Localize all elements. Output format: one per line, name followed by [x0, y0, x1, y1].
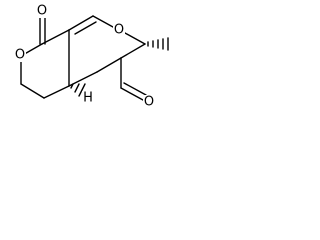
- bond-c6-c5: [120, 43, 146, 59]
- bond-c5-c4a: [96, 57, 122, 73]
- lactone-oxygen-label: O: [15, 48, 25, 63]
- carbonyl-oxygen-label: O: [37, 4, 47, 19]
- bond-c4-c4a: [43, 85, 70, 99]
- stereo-h-hashed-wedge: [70, 83, 86, 97]
- bond-c1-c8a: [41, 29, 70, 45]
- aldehyde-oxygen-label: O: [144, 95, 154, 110]
- molecule-structure: O O O O H: [14, 4, 169, 110]
- stereo-hydrogen-label: H: [83, 91, 93, 106]
- pyran-oxygen-label: O: [114, 23, 124, 38]
- bond-opyran-c6: [124, 32, 146, 45]
- bond-cho-o-b: [123, 82, 147, 96]
- bond-c8a-c8-a: [68, 15, 94, 31]
- bond-c8a-c8-b: [74, 21, 97, 35]
- bond-c3-c4: [20, 83, 45, 99]
- methyl-hashed-wedge: [147, 37, 169, 51]
- bond-cho-o-a: [120, 87, 144, 101]
- bond-c8-opyran: [92, 15, 114, 28]
- bond-c4a-junction: [68, 71, 98, 87]
